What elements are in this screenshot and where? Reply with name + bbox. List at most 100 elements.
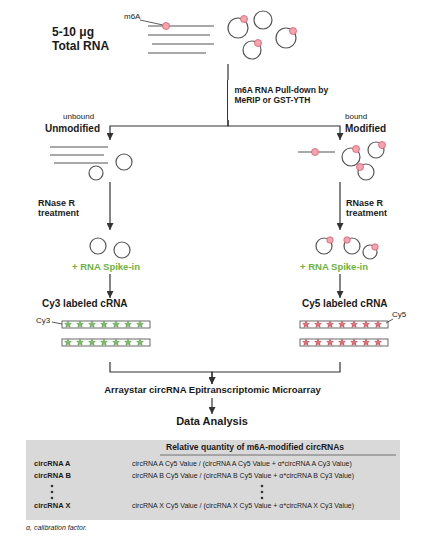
callout-label: m6A xyxy=(124,12,140,21)
flow-arrow xyxy=(109,182,110,230)
cy3-star xyxy=(113,321,120,327)
step-title: Arraystar circRNA Epitranscriptomic Micr… xyxy=(60,385,365,396)
step-title: Cy3 labeled cRNA xyxy=(42,298,162,310)
cy5-star xyxy=(327,339,334,345)
leader-line xyxy=(386,319,393,323)
circ-rna xyxy=(276,28,296,48)
linear-rna xyxy=(50,154,104,155)
cy3-star xyxy=(101,321,108,327)
flow-arrow xyxy=(212,362,340,384)
linear-rna xyxy=(152,43,214,44)
circ-rna xyxy=(89,166,103,180)
fraction-step: unboundUnmodified xyxy=(45,140,140,182)
step-title: Data Analysis xyxy=(162,415,262,428)
crna-strand xyxy=(300,321,388,328)
m6a-mark xyxy=(372,244,378,250)
step-text: Unmodified xyxy=(45,123,115,135)
cy3-star xyxy=(125,339,132,345)
circ-rna xyxy=(90,238,106,254)
cy3-star xyxy=(65,339,72,345)
crna-strand xyxy=(62,339,150,346)
m6a-mark xyxy=(241,16,248,23)
flow-arrow xyxy=(339,274,340,298)
cy5-star xyxy=(363,339,370,345)
flow-arrow xyxy=(109,274,110,298)
spike-in-note: + RNA Spike-in xyxy=(72,262,140,273)
cy5-star xyxy=(375,339,382,345)
start-step: 5-10 μg Total RNA xyxy=(40,18,302,64)
step-text: circRNA X Cy5 Value / (circRNA X Cy5 Val… xyxy=(132,502,396,510)
step-text: circRNA B xyxy=(34,472,124,481)
m6a-mark xyxy=(163,23,170,30)
cy5-star xyxy=(351,321,358,327)
cy5-star xyxy=(315,339,322,345)
cy5-star xyxy=(375,321,382,327)
flow-arrow xyxy=(227,64,228,80)
cy3-star xyxy=(89,321,96,327)
circ-rna xyxy=(254,11,272,29)
step-title: Cy5 labeled cRNA xyxy=(302,298,412,310)
footnote: α, calibration factor. xyxy=(26,524,87,532)
linear-rna xyxy=(50,146,108,147)
dye-label: Cy3 xyxy=(36,316,50,325)
cy5-star xyxy=(303,321,310,327)
cy5-star xyxy=(339,339,346,345)
linear-rna xyxy=(148,34,210,35)
step-title: Relative quantity of m6A-modified circRN… xyxy=(166,443,396,453)
linear-rna xyxy=(148,52,206,53)
cy5-star xyxy=(351,339,358,345)
step-text: circRNA A Cy5 Value / (circRNA A Cy5 Val… xyxy=(132,460,396,468)
m6a-mark xyxy=(312,149,319,156)
m6a-mark xyxy=(255,40,262,47)
process-step: m6A RNA Pull-down by MeRIP or GST-YTH xyxy=(227,80,337,120)
step-title: bound xyxy=(345,112,405,121)
cy5-star xyxy=(303,339,310,345)
process-step: Data Analysis xyxy=(162,414,262,430)
flow-arrow xyxy=(228,120,340,140)
process-step: Arraystar circRNA Epitranscriptomic Micr… xyxy=(60,384,365,398)
leader-line xyxy=(140,20,163,25)
cy3-star xyxy=(113,339,120,345)
spike-in-note: + RNA Spike-in xyxy=(300,262,368,273)
step-text: circRNA X xyxy=(34,502,124,511)
flow-arrow xyxy=(110,362,212,384)
cy3-star xyxy=(137,321,144,327)
step-title: unbound xyxy=(63,112,123,121)
crna-strand xyxy=(300,339,388,346)
cy3-star xyxy=(101,339,108,345)
cy3-star xyxy=(125,321,132,327)
cy3-star xyxy=(89,339,96,345)
step-text: circRNA B Cy5 Value / (circRNA B Cy5 Val… xyxy=(132,472,396,480)
fraction-step: boundModified xyxy=(295,140,390,182)
m6a-mark xyxy=(344,237,350,243)
cy5-star xyxy=(315,321,322,327)
m6a-mark xyxy=(290,28,297,35)
result-table: Relative quantity of m6A-modified circRN… xyxy=(26,440,400,520)
flow-arrow xyxy=(339,182,340,230)
cy3-star xyxy=(65,321,72,327)
leader-line xyxy=(52,322,62,324)
labeling-step: Cy3 labeled cRNA xyxy=(40,298,165,362)
cy5-star xyxy=(363,321,370,327)
cy3-star xyxy=(137,339,144,345)
linear-rna xyxy=(148,25,214,26)
dye-label: Cy5 xyxy=(392,310,406,319)
cy3-star xyxy=(77,339,84,345)
step-text: Modified xyxy=(345,123,405,135)
cy3-star xyxy=(77,321,84,327)
flow-arrow xyxy=(110,120,228,140)
crna-strand xyxy=(62,321,150,328)
labeling-step: Cy5 labeled cRNA xyxy=(290,298,415,362)
m6a-mark xyxy=(327,237,333,243)
m6a-mark xyxy=(353,146,360,153)
step-title: RNase R treatment xyxy=(38,198,94,219)
flow-arrow xyxy=(211,398,212,414)
cy5-star xyxy=(339,321,346,327)
step-title: m6A RNA Pull-down by MeRIP or GST-YTH xyxy=(234,86,334,106)
cy5-star xyxy=(327,321,334,327)
m6a-mark xyxy=(357,164,364,171)
step-title: RNase R treatment xyxy=(346,198,402,219)
circ-rna xyxy=(114,242,130,258)
m6a-mark xyxy=(379,142,386,149)
